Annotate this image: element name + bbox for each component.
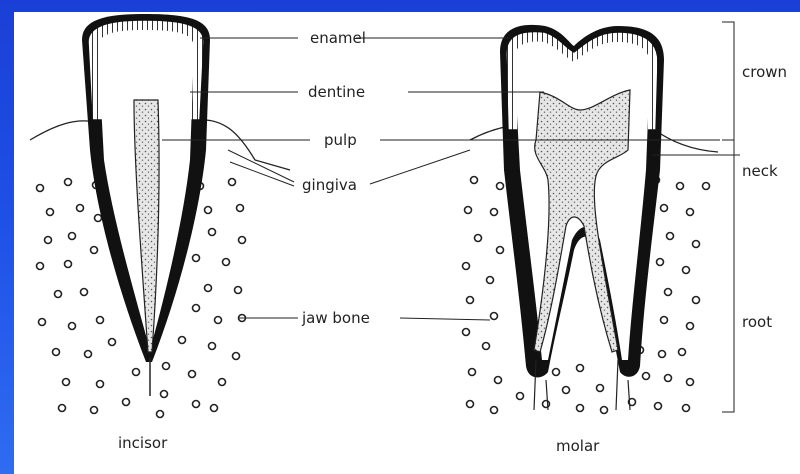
label-neck: neck	[742, 162, 778, 180]
label-enamel: enamel	[310, 29, 366, 47]
molar-tooth	[500, 25, 664, 410]
label-jaw-bone: jaw bone	[301, 309, 370, 327]
label-dentine: dentine	[308, 83, 365, 101]
label-gingiva: gingiva	[302, 176, 357, 194]
caption-incisor: incisor	[118, 434, 168, 452]
label-root: root	[742, 313, 772, 331]
diagram-panel: enamel dentine pulp gingiva jaw bone cro…	[14, 12, 800, 474]
incisor-tooth	[82, 14, 210, 396]
caption-molar: molar	[556, 437, 600, 455]
tooth-diagram: enamel dentine pulp gingiva jaw bone cro…	[14, 12, 800, 474]
crown-root-bracket	[722, 22, 734, 412]
label-pulp: pulp	[324, 131, 357, 149]
label-crown: crown	[742, 63, 787, 81]
